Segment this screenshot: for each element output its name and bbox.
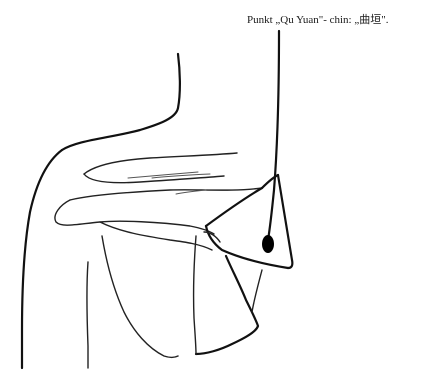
acromion-outline [84,153,237,174]
scapula-superior-border [206,188,262,226]
arm-outer-contour [22,150,62,368]
scapula-lateral-border [196,256,258,354]
scapula-lateral-inner [252,270,262,312]
scapula-fossa-edge [206,226,288,268]
spine-of-scapula [55,200,214,234]
humerus-outer [102,236,178,358]
pointer-line [268,31,279,240]
neck-contour [62,54,180,150]
acupoint-marker [262,235,274,253]
detail-stroke-a [176,190,206,194]
spine-upper-line [128,172,210,178]
scapula-medial-border [278,175,292,268]
arm-inner-line [87,262,88,368]
spine-upper-edge [70,188,262,200]
humerus-inner [194,236,196,354]
